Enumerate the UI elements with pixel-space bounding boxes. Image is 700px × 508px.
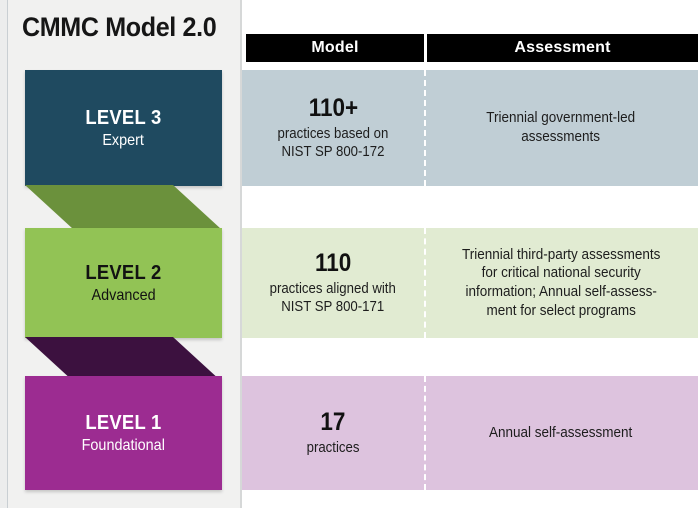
level-title-level-3: LEVEL 3 bbox=[85, 106, 162, 129]
model-cell-level-3: 110+ practices based on NIST SP 800-172 bbox=[242, 70, 424, 186]
model-cell-level-1: 17 practices bbox=[242, 376, 424, 490]
model-detail-level-3: practices based on NIST SP 800-172 bbox=[277, 124, 389, 161]
page-title: CMMC Model 2.0 bbox=[22, 12, 217, 42]
level-descriptor-level-2: Advanced bbox=[91, 286, 156, 304]
level-box-level-2[interactable]: LEVEL 2 Advanced bbox=[25, 228, 222, 338]
assessment-cell-level-3: Triennial government-led assessments bbox=[424, 70, 698, 186]
level-box-level-1[interactable]: LEVEL 1 Foundational bbox=[25, 376, 222, 490]
assessment-text-level-1: Annual self-assessment bbox=[489, 423, 633, 441]
model-count-level-1: 17 bbox=[320, 407, 346, 436]
assessment-text-level-2: Triennial third-party assessments for cr… bbox=[461, 245, 661, 319]
level-title-level-1: LEVEL 1 bbox=[85, 411, 162, 434]
model-detail-level-1: practices bbox=[306, 438, 360, 456]
row-band-level-2: 110 practices aligned with NIST SP 800-1… bbox=[242, 228, 698, 338]
dashed-separator-level-3 bbox=[424, 70, 426, 186]
connector-level-2-to-1 bbox=[25, 337, 221, 381]
left-edge-strip bbox=[0, 0, 8, 508]
connector-level-3-to-2 bbox=[25, 185, 221, 229]
level-descriptor-level-1: Foundational bbox=[81, 436, 166, 454]
assessment-cell-level-1: Annual self-assessment bbox=[424, 376, 698, 490]
panel-divider bbox=[240, 0, 242, 508]
model-cell-level-2: 110 practices aligned with NIST SP 800-1… bbox=[242, 228, 424, 338]
column-header-assessment: Assessment bbox=[427, 34, 698, 62]
assessment-cell-level-2: Triennial third-party assessments for cr… bbox=[424, 228, 698, 338]
dashed-separator-level-2 bbox=[424, 228, 426, 338]
dashed-separator-level-1 bbox=[424, 376, 426, 490]
level-box-level-3[interactable]: LEVEL 3 Expert bbox=[25, 70, 222, 186]
row-band-level-3: 110+ practices based on NIST SP 800-172 … bbox=[242, 70, 698, 186]
model-count-level-3: 110+ bbox=[308, 93, 358, 122]
assessment-text-level-3: Triennial government-led assessments bbox=[486, 109, 636, 145]
level-descriptor-level-3: Expert bbox=[102, 131, 145, 149]
level-title-level-2: LEVEL 2 bbox=[85, 261, 162, 284]
model-detail-level-2: practices aligned with NIST SP 800-171 bbox=[269, 279, 397, 316]
row-band-level-1: 17 practices Annual self-assessment bbox=[242, 376, 698, 490]
model-count-level-2: 110 bbox=[314, 248, 352, 277]
column-header-model: Model bbox=[246, 34, 424, 62]
